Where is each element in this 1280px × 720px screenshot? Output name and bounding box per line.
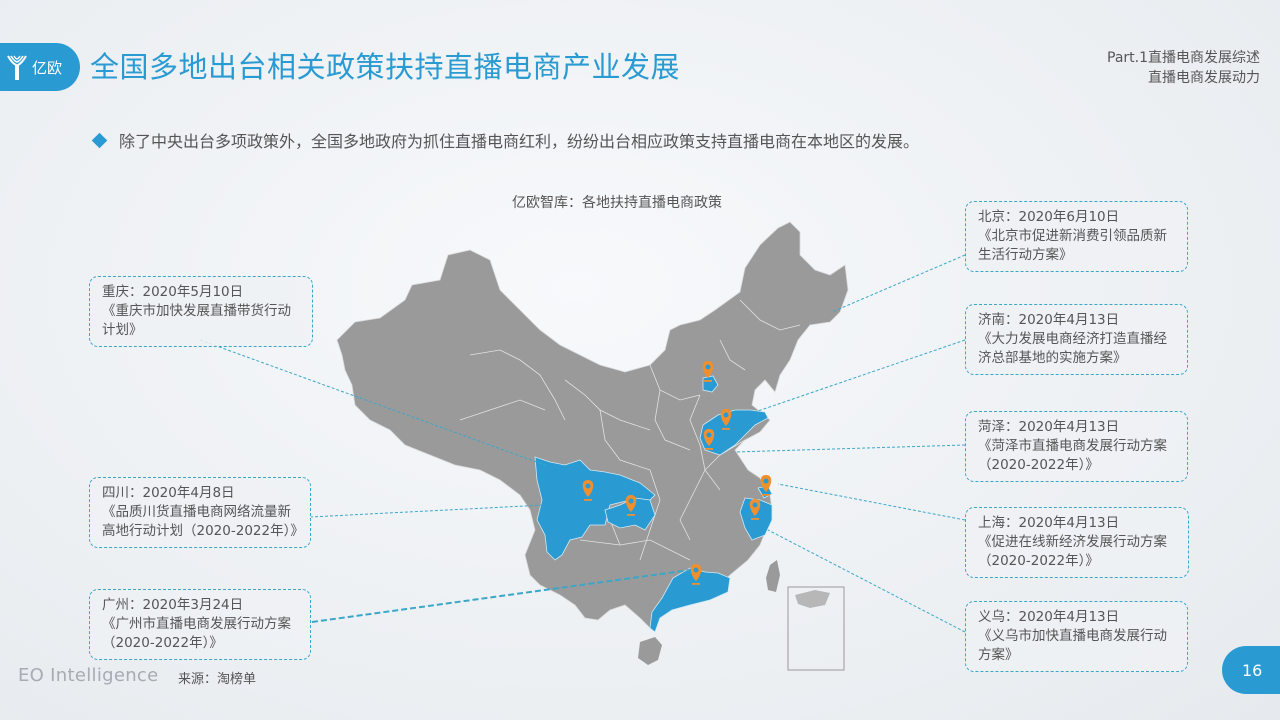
pin-shanghai-icon[interactable]	[760, 475, 772, 496]
hainan-island-shape	[638, 637, 662, 665]
inset-coastline	[795, 590, 830, 608]
south-china-sea-inset	[787, 586, 845, 671]
yiou-logo-icon	[7, 55, 27, 80]
callout-sichuan: 四川：2020年4月8日 《品质川货直播电商网络流量新高地行动计划（2020-2…	[89, 477, 311, 548]
pin-chongqing-icon[interactable]	[625, 495, 637, 516]
intro-text: 除了中央出台多项政策外，全国多地政府为抓住直播电商红利，纷纷出台相应政策支持直播…	[119, 132, 920, 151]
callout-policy: 《菏泽市直播电商发展行动方案（2020-2022年）》	[978, 438, 1167, 473]
leader-lines	[199, 254, 966, 633]
map-pins	[582, 361, 772, 585]
logo-badge: 亿欧	[0, 43, 80, 91]
callout-shanghai: 上海：2020年4月13日 《促进在线新经济发展行动方案（2020-2022年）…	[965, 507, 1189, 578]
callout-policy: 《重庆市加快发展直播带货行动计划》	[102, 303, 291, 338]
source-note: 来源：淘榜单	[178, 672, 257, 687]
section-label: Part.1直播电商发展综述 直播电商发展动力	[1107, 48, 1260, 88]
section-part: Part.1直播电商发展综述	[1107, 50, 1260, 66]
china-mainland-shape	[336, 221, 849, 631]
section-subtitle: 直播电商发展动力	[1148, 70, 1260, 86]
callout-yiwu: 义乌：2020年4月13日 《义乌市加快直播电商发展行动方案》	[965, 601, 1188, 672]
callout-policy: 《北京市促进新消费引领品质新生活行动方案》	[978, 228, 1167, 263]
pin-beijing-icon[interactable]	[702, 361, 714, 382]
callout-policy: 《义乌市加快直播电商发展行动方案》	[978, 628, 1167, 663]
region-guangdong	[649, 567, 731, 633]
callout-policy: 《促进在线新经济发展行动方案（2020-2022年）》	[978, 534, 1167, 569]
callout-policy: 《广州市直播电商发展行动方案（2020-2022年）》	[102, 616, 291, 651]
callout-policy: 《大力发展电商经济打造直播经济总部基地的实施方案》	[978, 331, 1167, 366]
callout-date: 四川：2020年4月8日	[102, 485, 235, 501]
callout-guangzhou: 广州：2020年3月24日 《广州市直播电商发展行动方案（2020-2022年）…	[89, 589, 311, 660]
logo-text: 亿欧	[32, 58, 63, 77]
callout-policy: 《品质川货直播电商网络流量新高地行动计划（2020-2022年）》	[102, 504, 304, 539]
callout-chongqing: 重庆：2020年5月10日 《重庆市加快发展直播带货行动计划》	[89, 276, 313, 347]
page-number: 16	[1222, 646, 1280, 694]
callout-jinan: 济南：2020年4月13日 《大力发展电商经济打造直播经济总部基地的实施方案》	[965, 304, 1188, 375]
callout-heze: 菏泽：2020年4月13日 《菏泽市直播电商发展行动方案（2020-2022年）…	[965, 411, 1188, 482]
pin-sichuan-icon[interactable]	[582, 480, 594, 501]
intro-bullet: 除了中央出台多项政策外，全国多地政府为抓住直播电商红利，纷纷出台相应政策支持直播…	[90, 128, 919, 152]
region-shandong	[699, 409, 769, 456]
pin-heze-icon[interactable]	[703, 429, 715, 450]
callout-date: 菏泽：2020年4月13日	[978, 419, 1120, 435]
callout-beijing: 北京：2020年6月10日 《北京市促进新消费引领品质新生活行动方案》	[965, 201, 1188, 272]
callout-date: 北京：2020年6月10日	[978, 209, 1120, 225]
callout-date: 济南：2020年4月13日	[978, 312, 1120, 328]
pin-yiwu-icon[interactable]	[749, 499, 761, 520]
taiwan-island-shape	[766, 560, 780, 592]
footer-brand: EO Intelligence	[18, 665, 159, 686]
callout-date: 重庆：2020年5月10日	[102, 284, 244, 300]
pin-jinan-icon[interactable]	[720, 409, 732, 430]
map-caption: 亿欧智库：各地扶持直播电商政策	[512, 195, 722, 211]
callout-date: 上海：2020年4月13日	[978, 515, 1120, 531]
page-title: 全国多地出台相关政策扶持直播电商产业发展	[90, 50, 681, 84]
highlighted-regions	[534, 375, 773, 633]
pin-guangzhou-icon[interactable]	[690, 564, 702, 585]
callout-date: 义乌：2020年4月13日	[978, 609, 1120, 625]
callout-date: 广州：2020年3月24日	[102, 597, 244, 613]
